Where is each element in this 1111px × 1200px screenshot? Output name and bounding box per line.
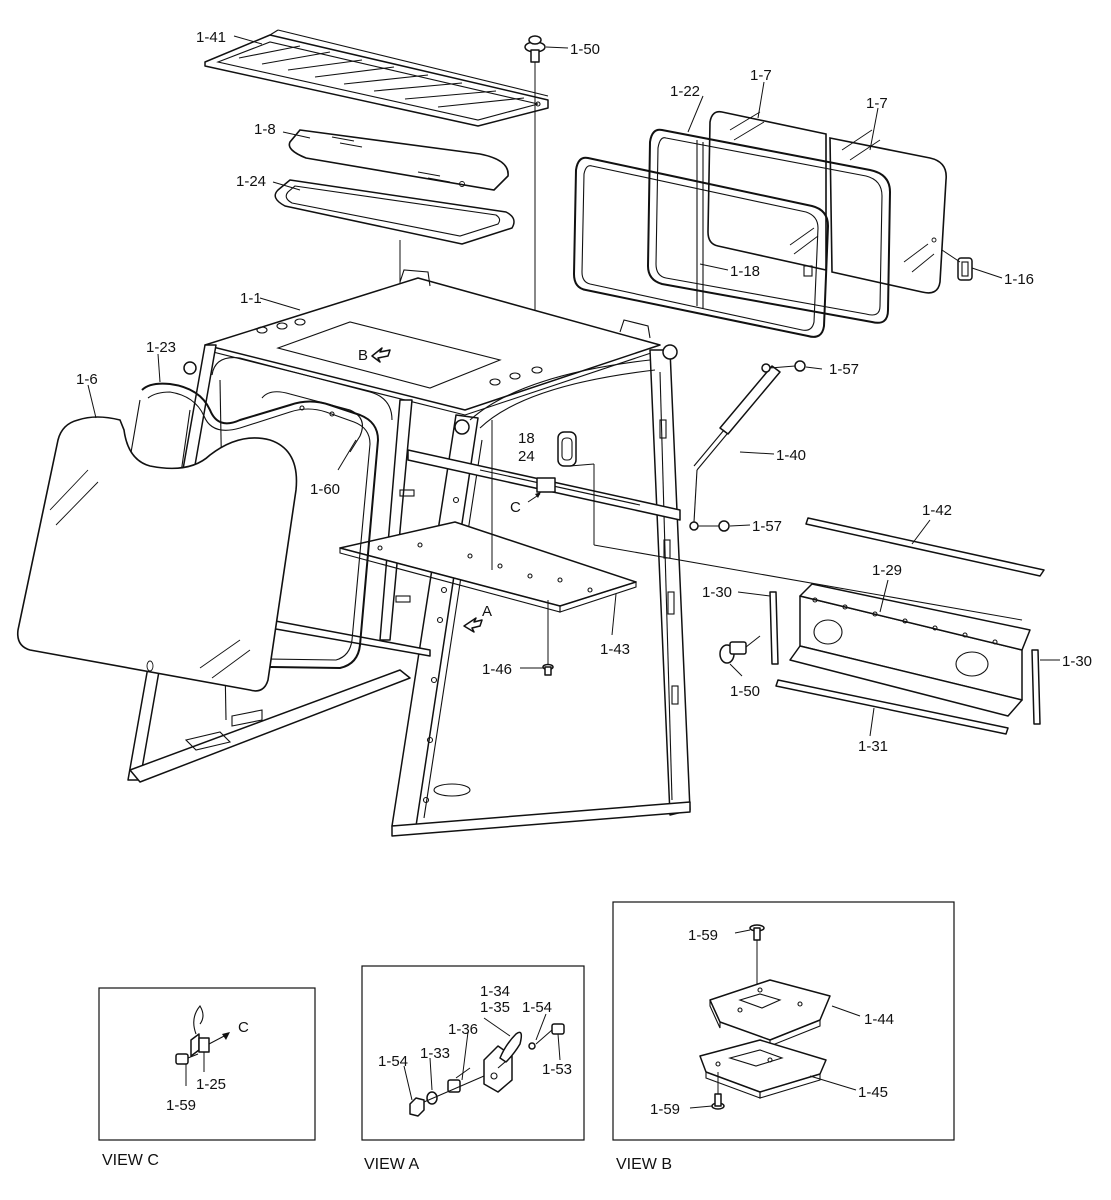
label-1-57-bottom: 1-57 — [752, 518, 782, 535]
label-view-a-1-33: 1-33 — [420, 1045, 450, 1062]
label-1-41: 1-41 — [196, 29, 226, 46]
panel-bolt-part — [719, 635, 761, 664]
label-1-57-top: 1-57 — [829, 361, 859, 378]
label-view-a-1-35: 1-35 — [480, 999, 510, 1016]
label-1-43: 1-43 — [600, 641, 630, 658]
label-1-8: 1-8 — [254, 121, 276, 138]
strut-nut-bottom — [689, 520, 730, 532]
label-1-22: 1-22 — [670, 83, 700, 100]
window-latch-part — [941, 249, 973, 281]
bottom-strip-part — [775, 679, 1009, 735]
floor-bolt-part — [542, 600, 554, 676]
view-c-panel — [98, 987, 316, 1141]
label-1-40: 1-40 — [776, 447, 806, 464]
view-b-arrow — [371, 347, 391, 363]
label-1-6: 1-6 — [76, 371, 98, 388]
label-1-42: 1-42 — [922, 502, 952, 519]
roof-seal-part — [274, 179, 515, 358]
label-c: C — [510, 499, 521, 516]
label-view-b-1-44: 1-44 — [864, 1011, 894, 1028]
label-1-7-front: 1-7 — [750, 67, 772, 84]
label-1-16: 1-16 — [1004, 271, 1034, 288]
label-1-30-right: 1-30 — [1062, 653, 1092, 670]
view-a-arrow — [463, 617, 483, 633]
label-1-29: 1-29 — [872, 562, 902, 579]
label-view-a-1-34: 1-34 — [480, 983, 510, 1000]
roof-glass-part — [288, 129, 509, 191]
label-view-a-1-53: 1-53 — [542, 1061, 572, 1078]
part-labels: 1-41 1-50 1-8 1-24 1-22 1-7 1-7 1-18 1-1… — [76, 29, 1092, 1118]
strut-nut-top — [761, 360, 806, 373]
rear-panel-part — [789, 583, 1031, 717]
floor-plate-part — [339, 420, 637, 613]
side-strip-left — [769, 591, 779, 665]
label-view-a-1-54-top: 1-54 — [522, 999, 552, 1016]
label-view-b-1-59-bottom: 1-59 — [650, 1101, 680, 1118]
label-1-23: 1-23 — [146, 339, 176, 356]
inner-sash-frame-part — [573, 156, 829, 338]
rear-inner-panel-part — [261, 391, 415, 603]
label-a: A — [482, 603, 492, 620]
label-1-31: 1-31 — [858, 738, 888, 755]
gas-strut-part — [693, 365, 781, 523]
label-view-c-c: C — [238, 1019, 249, 1036]
label-1-1: 1-1 — [240, 290, 262, 307]
side-window-glass-rear — [829, 129, 947, 294]
view-b-panel — [612, 901, 955, 1141]
label-view-a-1-36: 1-36 — [448, 1021, 478, 1038]
label-24: 24 — [518, 448, 535, 465]
label-1-50-top: 1-50 — [570, 41, 600, 58]
label-view-a-1-54-left: 1-54 — [378, 1053, 408, 1070]
roof-louver-part — [204, 29, 549, 127]
label-view-c-1-25: 1-25 — [196, 1076, 226, 1093]
view-c-bracket-part — [527, 477, 556, 503]
caption-view-a: VIEW A — [364, 1156, 419, 1173]
label-view-b-1-59-top: 1-59 — [688, 927, 718, 944]
label-1-60: 1-60 — [310, 481, 340, 498]
side-window-glass-front — [707, 110, 827, 271]
caption-view-c: VIEW C — [102, 1152, 159, 1169]
label-1-30-left: 1-30 — [702, 584, 732, 601]
label-b: B — [358, 347, 368, 364]
label-view-b-1-45: 1-45 — [858, 1084, 888, 1101]
label-1-24: 1-24 — [236, 173, 266, 190]
label-1-18: 1-18 — [730, 263, 760, 280]
leader-lines — [87, 35, 1060, 737]
side-strip-right — [1031, 649, 1041, 725]
label-18: 18 — [518, 430, 535, 447]
top-strip-part — [805, 517, 1045, 577]
front-clip-part — [557, 431, 1023, 621]
label-1-7-rear: 1-7 — [866, 95, 888, 112]
label-1-46: 1-46 — [482, 661, 512, 678]
label-view-c-1-59: 1-59 — [166, 1097, 196, 1114]
caption-view-b: VIEW B — [616, 1156, 672, 1173]
label-1-50-bottom: 1-50 — [730, 683, 760, 700]
view-a-panel — [361, 965, 585, 1141]
door-glass-part — [16, 416, 298, 692]
side-window-frame-part — [647, 128, 891, 324]
view-captions: VIEW C VIEW A VIEW B — [102, 1152, 672, 1173]
